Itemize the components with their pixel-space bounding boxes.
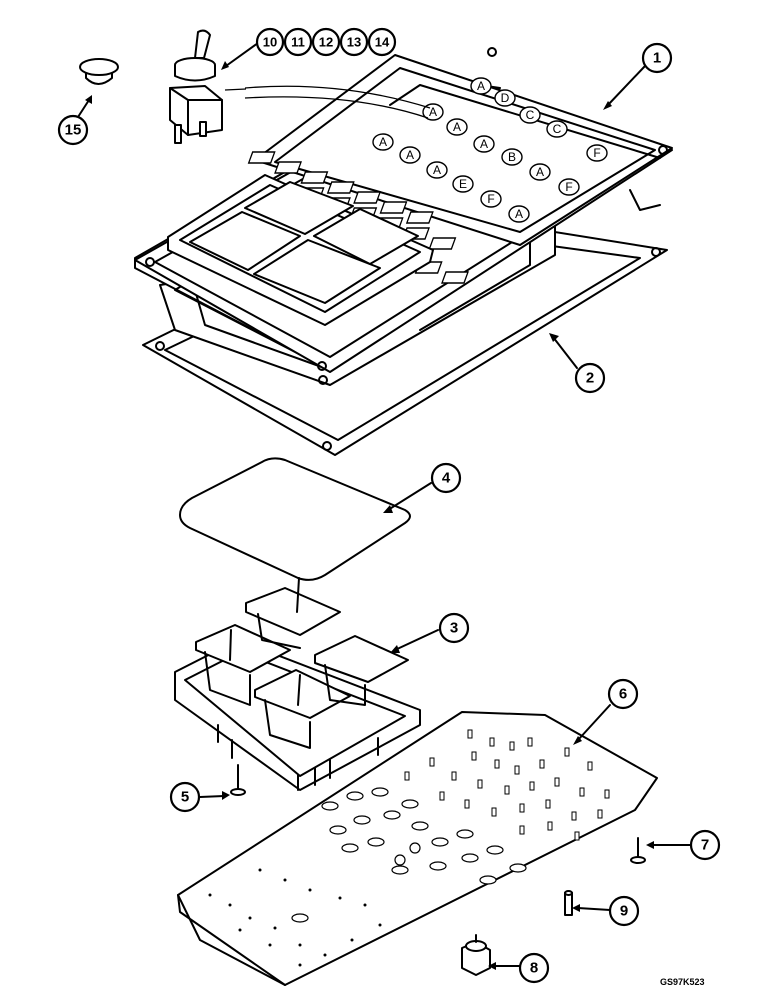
oval-key: A — [399, 146, 421, 164]
screw-part-5 — [230, 764, 246, 796]
oval-key: A — [473, 135, 495, 153]
oval-key: F — [586, 144, 608, 162]
key-letter: A — [536, 165, 544, 179]
key-letter: A — [406, 148, 414, 162]
callout-label: 2 — [586, 370, 594, 387]
callout-label: 8 — [530, 960, 538, 977]
key-letter: A — [429, 105, 437, 119]
callout-label: 14 — [375, 35, 390, 50]
callout-label: 3 — [450, 620, 458, 637]
oval-key: C — [546, 120, 568, 138]
callout-12: 12 — [311, 27, 341, 57]
callout-15: 15 — [57, 114, 89, 146]
callout-8: 8 — [518, 952, 550, 984]
oval-key: C — [519, 106, 541, 124]
callout-13: 13 — [339, 27, 369, 57]
oval-key: E — [452, 175, 474, 193]
key-letter: A — [477, 79, 485, 93]
oval-key: A — [372, 133, 394, 151]
key-letter: F — [565, 180, 572, 194]
key-letter: A — [480, 137, 488, 151]
callout-label: 12 — [319, 35, 333, 50]
key-letter: A — [433, 163, 441, 177]
oval-key: A — [508, 205, 530, 223]
callout-6: 6 — [607, 678, 639, 710]
key-letter: A — [379, 135, 387, 149]
oval-key: D — [494, 89, 516, 107]
screw-part-7 — [630, 837, 646, 864]
key-letter: D — [501, 91, 510, 105]
callout-label: 10 — [263, 35, 277, 50]
display-module-part-3 — [174, 577, 421, 791]
oval-key: B — [501, 148, 523, 166]
callout-14: 14 — [367, 27, 397, 57]
callout-10: 10 — [255, 27, 285, 57]
circuit-board-part-6 — [177, 711, 658, 986]
callout-label: 9 — [620, 903, 628, 920]
oval-key: F — [480, 190, 502, 208]
connector-part-8 — [461, 934, 491, 976]
callout-5: 5 — [169, 781, 201, 813]
callout-label: 7 — [701, 837, 709, 854]
callout-2: 2 — [574, 362, 606, 394]
oval-key: A — [470, 77, 492, 95]
callout-11: 11 — [283, 27, 313, 57]
key-letter: A — [515, 207, 523, 221]
oval-key: A — [529, 163, 551, 181]
toggle-switch-parts-10-14 — [169, 29, 223, 144]
oval-key: A — [446, 118, 468, 136]
key-letter: C — [553, 122, 562, 136]
housing-part-1: A D A C A C A A B F A A E A F A F — [134, 47, 673, 386]
callout-label: 15 — [65, 122, 82, 139]
callout-label: 4 — [442, 470, 451, 487]
pin-part-9 — [564, 890, 573, 916]
key-letter: A — [453, 120, 461, 134]
key-letter: C — [526, 108, 535, 122]
callout-label: 13 — [347, 35, 361, 50]
key-letter: E — [459, 177, 467, 191]
oval-key: F — [558, 178, 580, 196]
key-letter: B — [508, 150, 516, 164]
oval-key: A — [426, 161, 448, 179]
callout-4: 4 — [430, 462, 462, 494]
key-letter: F — [593, 146, 600, 160]
key-letter: F — [487, 192, 494, 206]
callout-label: 6 — [619, 686, 627, 703]
lens-part-4 — [179, 457, 411, 581]
callout-9: 9 — [608, 895, 640, 927]
oval-keys: A D A C A C A A B F A A E A F A F — [372, 77, 608, 223]
callout-label: 1 — [653, 50, 661, 67]
leader-lines — [77, 42, 691, 970]
callout-1: 1 — [641, 42, 673, 74]
callout-label: 5 — [181, 789, 189, 806]
plug-part-15 — [79, 58, 119, 85]
callout-7: 7 — [689, 829, 721, 861]
display-bezel — [167, 174, 434, 326]
callout-label: 11 — [291, 35, 305, 50]
callout-3: 3 — [438, 612, 470, 644]
drawing-code: GS97K523 — [660, 977, 705, 987]
